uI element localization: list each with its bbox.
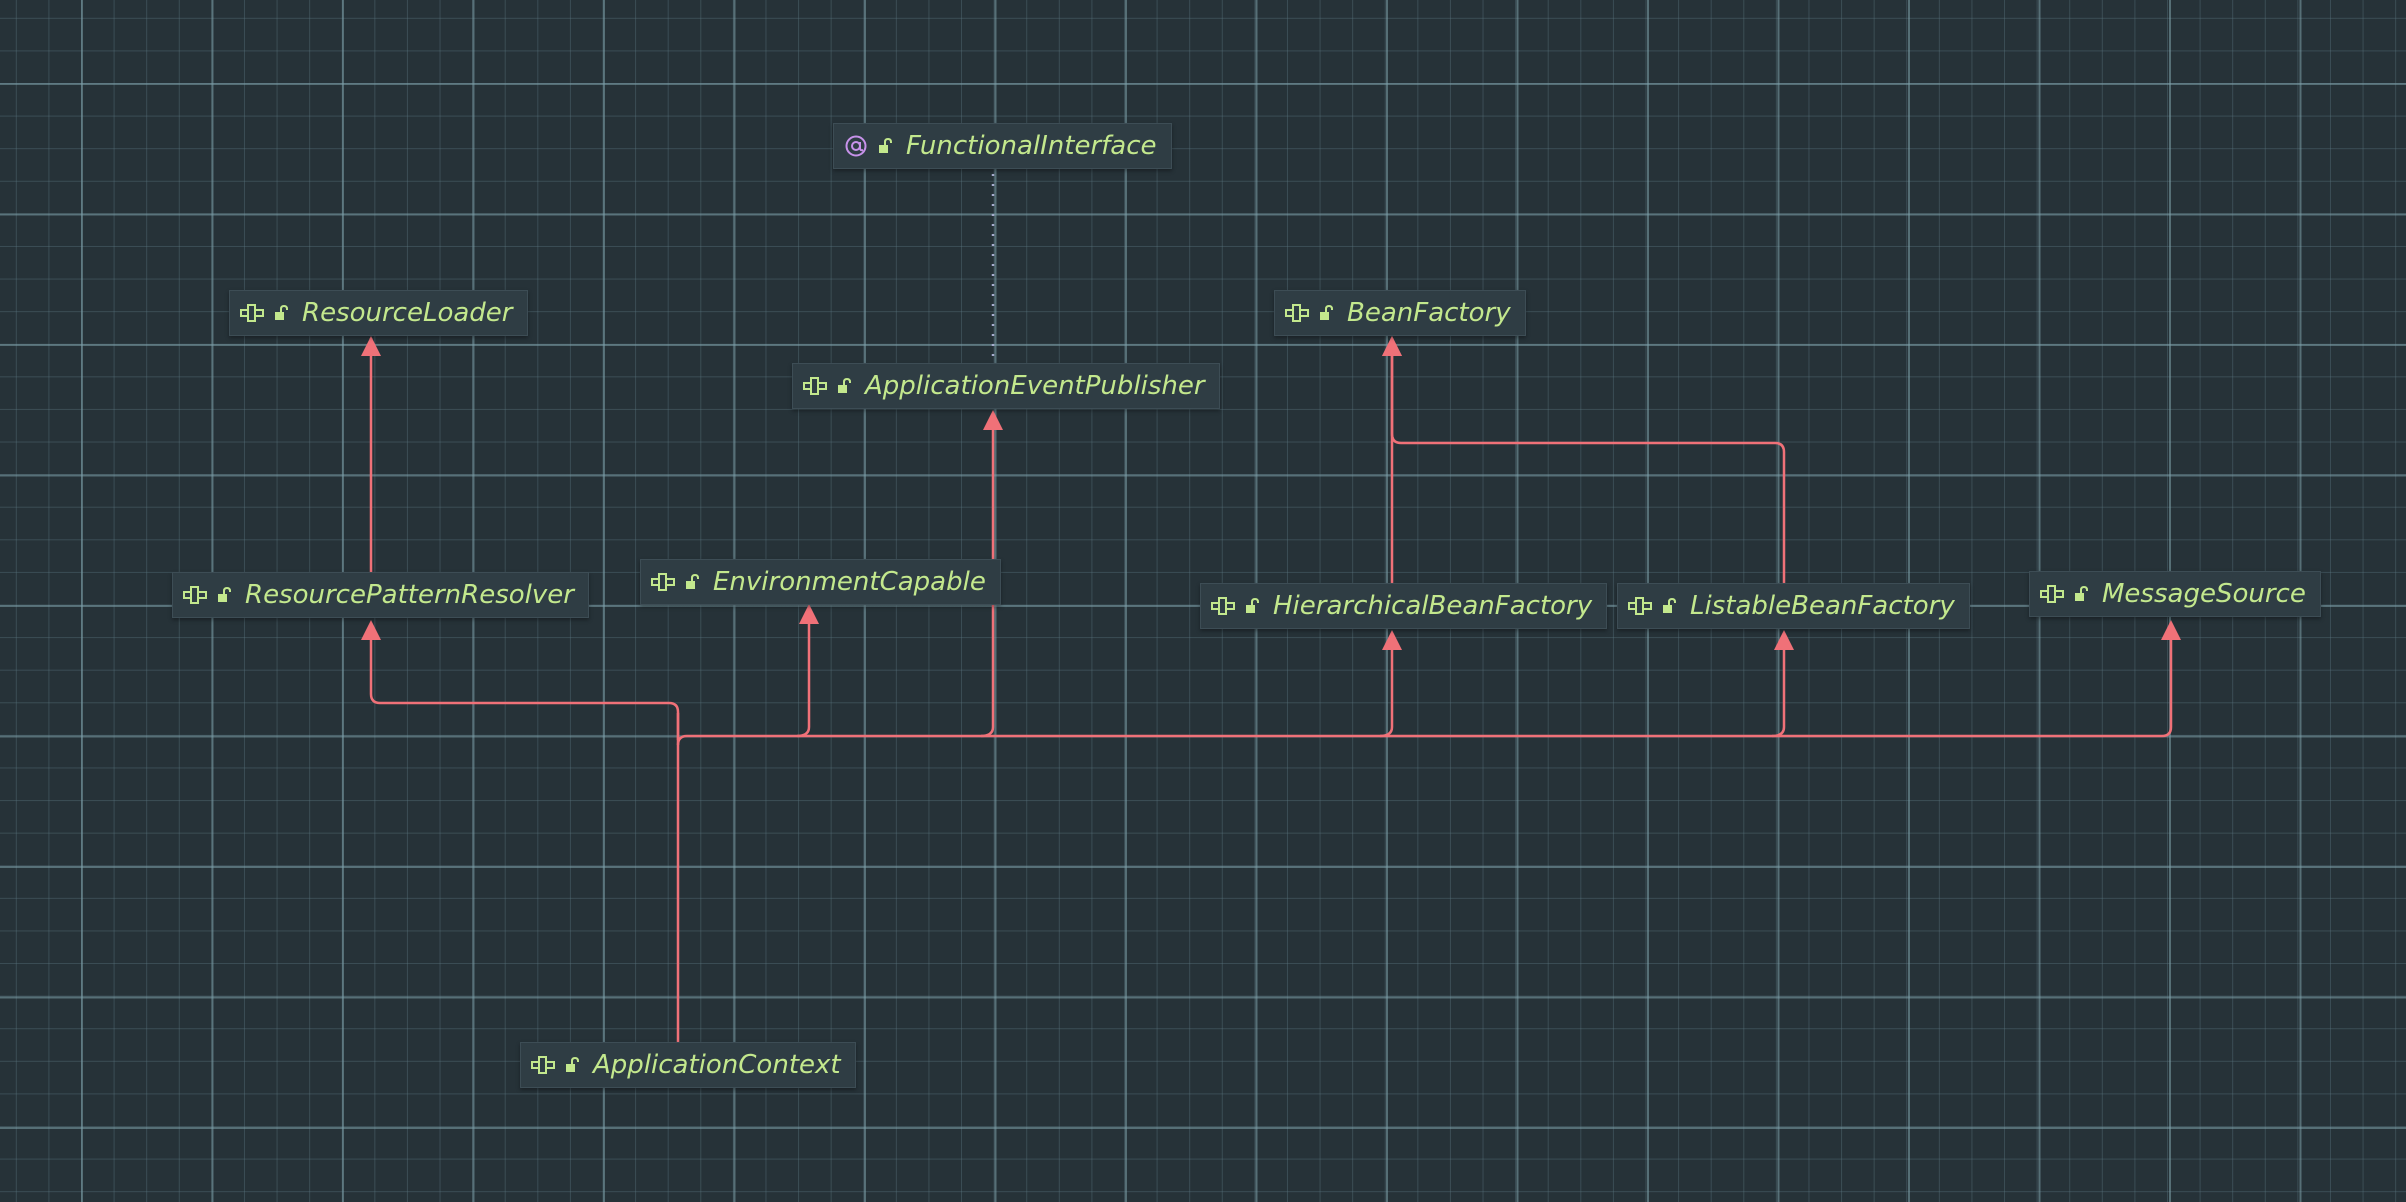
node-functional-interface[interactable]: FunctionalInterface — [833, 123, 1172, 169]
node-label: ListableBeanFactory — [1690, 591, 1955, 621]
node-label: FunctionalInterface — [906, 131, 1157, 161]
node-label: ApplicationContext — [593, 1050, 841, 1080]
arrowhead — [1382, 630, 1402, 650]
interface-icon — [1628, 597, 1652, 615]
node-hierarchical-bean-factory[interactable]: HierarchicalBeanFactory — [1200, 583, 1608, 629]
node-label: MessageSource — [2102, 579, 2306, 609]
node-label: ApplicationEventPublisher — [865, 371, 1205, 401]
node-resource-pattern-resolver[interactable]: ResourcePatternResolver — [172, 572, 589, 618]
public-lock-icon — [275, 305, 288, 320]
node-environment-capable[interactable]: EnvironmentCapable — [640, 559, 1001, 605]
node-label: ResourceLoader — [302, 298, 513, 328]
annotation-icon — [845, 135, 867, 157]
edge-application-context-to-listable-bean-factory — [1771, 650, 1786, 738]
arrowhead — [361, 336, 381, 356]
edge-application-context-bus — [676, 640, 2173, 746]
edge-application-context-to-application-event-publisher — [980, 430, 995, 738]
interface-icon — [183, 586, 207, 604]
public-lock-icon — [566, 1057, 579, 1072]
interface-icon — [531, 1056, 555, 1074]
public-lock-icon — [218, 587, 231, 602]
public-lock-icon — [2075, 586, 2088, 601]
arrowhead — [983, 410, 1003, 430]
arrowhead — [1774, 630, 1794, 650]
public-lock-icon — [838, 378, 851, 393]
node-listable-bean-factory[interactable]: ListableBeanFactory — [1617, 583, 1970, 629]
edge-application-context-to-hierarchical-bean-factory — [1379, 650, 1394, 738]
edge-application-context-to-resource-pattern-resolver — [1, 704, 678, 713]
node-label: ResourcePatternResolver — [245, 580, 574, 610]
edge-application-context-to-environment-capable — [796, 624, 811, 738]
node-label: HierarchicalBeanFactory — [1273, 591, 1593, 621]
node-application-context[interactable]: ApplicationContext — [520, 1042, 856, 1088]
node-message-source[interactable]: MessageSource — [2029, 571, 2321, 617]
node-label: EnvironmentCapable — [713, 567, 986, 597]
interface-icon — [803, 377, 827, 395]
interface-icon — [240, 304, 264, 322]
node-label: BeanFactory — [1347, 298, 1511, 328]
edge-listable-bean-factory-to-bean-factory — [1390, 356, 1786, 584]
public-lock-icon — [879, 138, 892, 153]
interface-icon — [1285, 304, 1309, 322]
node-application-event-publisher[interactable]: ApplicationEventPublisher — [792, 363, 1220, 409]
arrowhead — [2161, 620, 2181, 640]
arrowhead — [1382, 336, 1402, 356]
node-bean-factory[interactable]: BeanFactory — [1274, 290, 1526, 336]
public-lock-icon — [1246, 598, 1259, 613]
interface-icon — [1211, 597, 1235, 615]
interface-icon — [651, 573, 675, 591]
interface-icon — [2040, 585, 2064, 603]
edge-application-context-to-resource-pattern-resolver-route — [369, 640, 680, 740]
node-resource-loader[interactable]: ResourceLoader — [229, 290, 528, 336]
arrowhead — [799, 604, 819, 624]
public-lock-icon — [1320, 305, 1333, 320]
public-lock-icon — [686, 574, 699, 589]
arrowhead — [361, 620, 381, 640]
public-lock-icon — [1663, 598, 1676, 613]
